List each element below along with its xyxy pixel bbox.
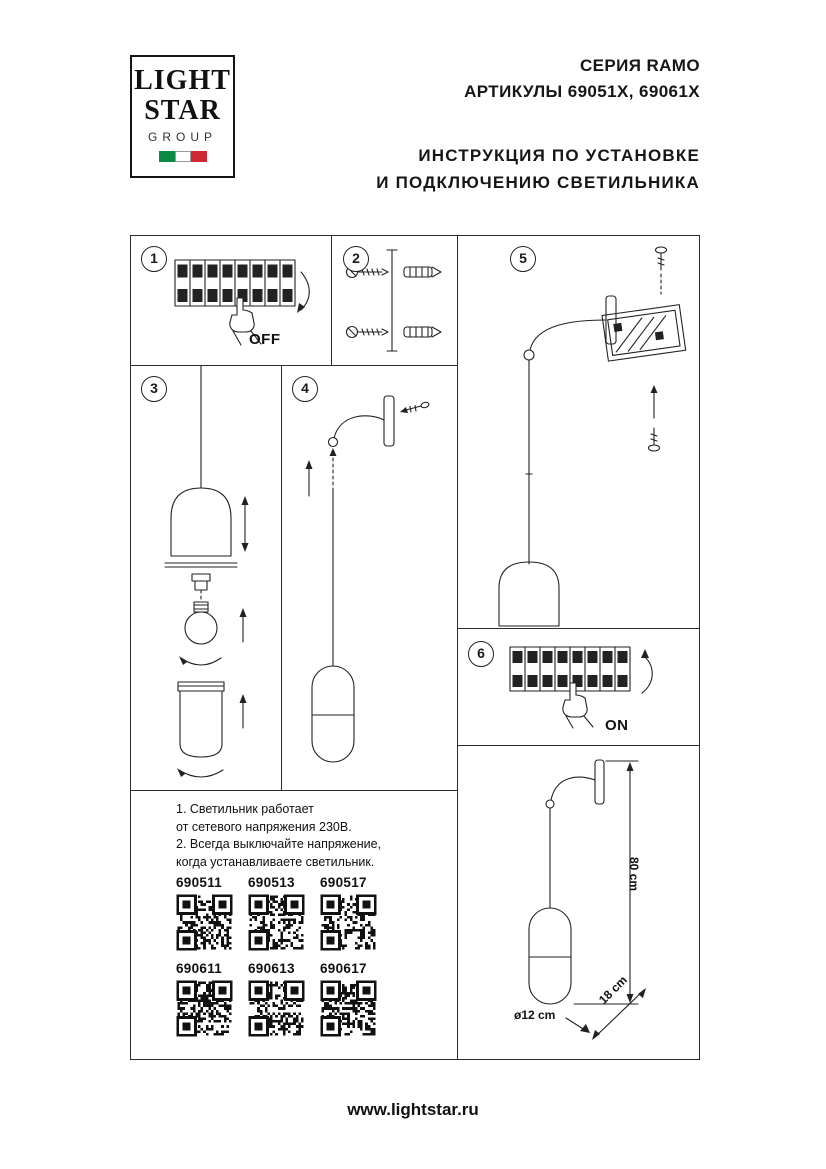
product-690617: 690617 (320, 961, 378, 1037)
lamp-dimensions-illustration (528, 759, 646, 1040)
breaker-off-illustration (174, 259, 310, 346)
panel-step-2: 2 (331, 235, 458, 366)
article-code: 690517 (320, 875, 367, 890)
panel-step-6: 6 ON (457, 628, 700, 746)
note-line: когда устанавливаете светильник. (176, 854, 375, 869)
series-title: СЕРИЯ RAMO (579, 56, 700, 75)
product-690513: 690513 (248, 875, 306, 951)
note-line: от сетевого напряжения 230В. (176, 819, 352, 834)
qr-code-icon (248, 894, 305, 951)
footer-url: www.lightstar.ru (347, 1100, 479, 1119)
shade-bulb-assembly-illustration (164, 366, 249, 778)
on-label: ON (605, 717, 629, 734)
hand-icon (562, 682, 594, 729)
breaker-on-illustration (509, 646, 653, 729)
height-dimension-label: 80 cm (627, 857, 641, 892)
instruction-title-2: И ПОДКЛЮЧЕНИЮ СВЕТИЛЬНИКА (376, 173, 700, 192)
step-number-2: 2 (343, 246, 369, 272)
product-690517: 690517 (320, 875, 378, 951)
panel-dimensions (457, 745, 700, 1060)
off-label: OFF (249, 331, 281, 348)
logo-text-light: LIGHT (134, 65, 231, 96)
safety-notes: 1. Светильник работает от сетевого напря… (176, 801, 381, 871)
wall-mounting-illustration (498, 246, 687, 627)
article-code: 690513 (248, 875, 295, 890)
note-line: 1. Светильник работает (176, 802, 314, 816)
hand-icon (229, 297, 262, 346)
step-number-6: 6 (468, 641, 494, 667)
qr-code-icon (320, 894, 377, 951)
article-code: 690617 (320, 961, 367, 976)
lightstar-logo: LIGHT STAR GROUP (130, 55, 235, 178)
qr-code-icon (320, 980, 377, 1037)
product-690511: 690511 (176, 875, 234, 951)
panel-products: 1. Светильник работает от сетевого напря… (130, 790, 458, 1060)
logo-text-group: GROUP (147, 130, 217, 144)
qr-code-icon (176, 894, 233, 951)
article-code: 690613 (248, 961, 295, 976)
diameter-dimension-label: ø12 cm (514, 1008, 556, 1022)
article-code: 690611 (176, 961, 223, 976)
panel-step-1: 1 OFF (130, 235, 332, 366)
panel-step-4: 4 (281, 365, 458, 791)
step-number-1: 1 (141, 246, 167, 272)
article-code: 690511 (176, 875, 223, 890)
product-690611: 690611 (176, 961, 234, 1037)
qr-code-icon (248, 980, 305, 1037)
articles-title: АРТИКУЛЫ 69051X, 69061X (464, 82, 700, 101)
instruction-title-1: ИНСТРУКЦИЯ ПО УСТАНОВКЕ (418, 146, 700, 165)
panel-step-5: 5 (457, 235, 700, 629)
panel-step-3: 3 (130, 365, 282, 791)
step-number-4: 4 (292, 376, 318, 402)
italy-flag-icon (132, 151, 233, 162)
note-line: 2. Всегда выключайте напряжение, (176, 837, 382, 851)
qr-code-icon (176, 980, 233, 1037)
logo-text-star: STAR (144, 95, 221, 126)
product-690613: 690613 (248, 961, 306, 1037)
step-number-5: 5 (510, 246, 536, 272)
mounting-hardware-illustration (345, 249, 442, 352)
pendant-hanging-illustration (305, 395, 430, 763)
step-number-3: 3 (141, 376, 167, 402)
